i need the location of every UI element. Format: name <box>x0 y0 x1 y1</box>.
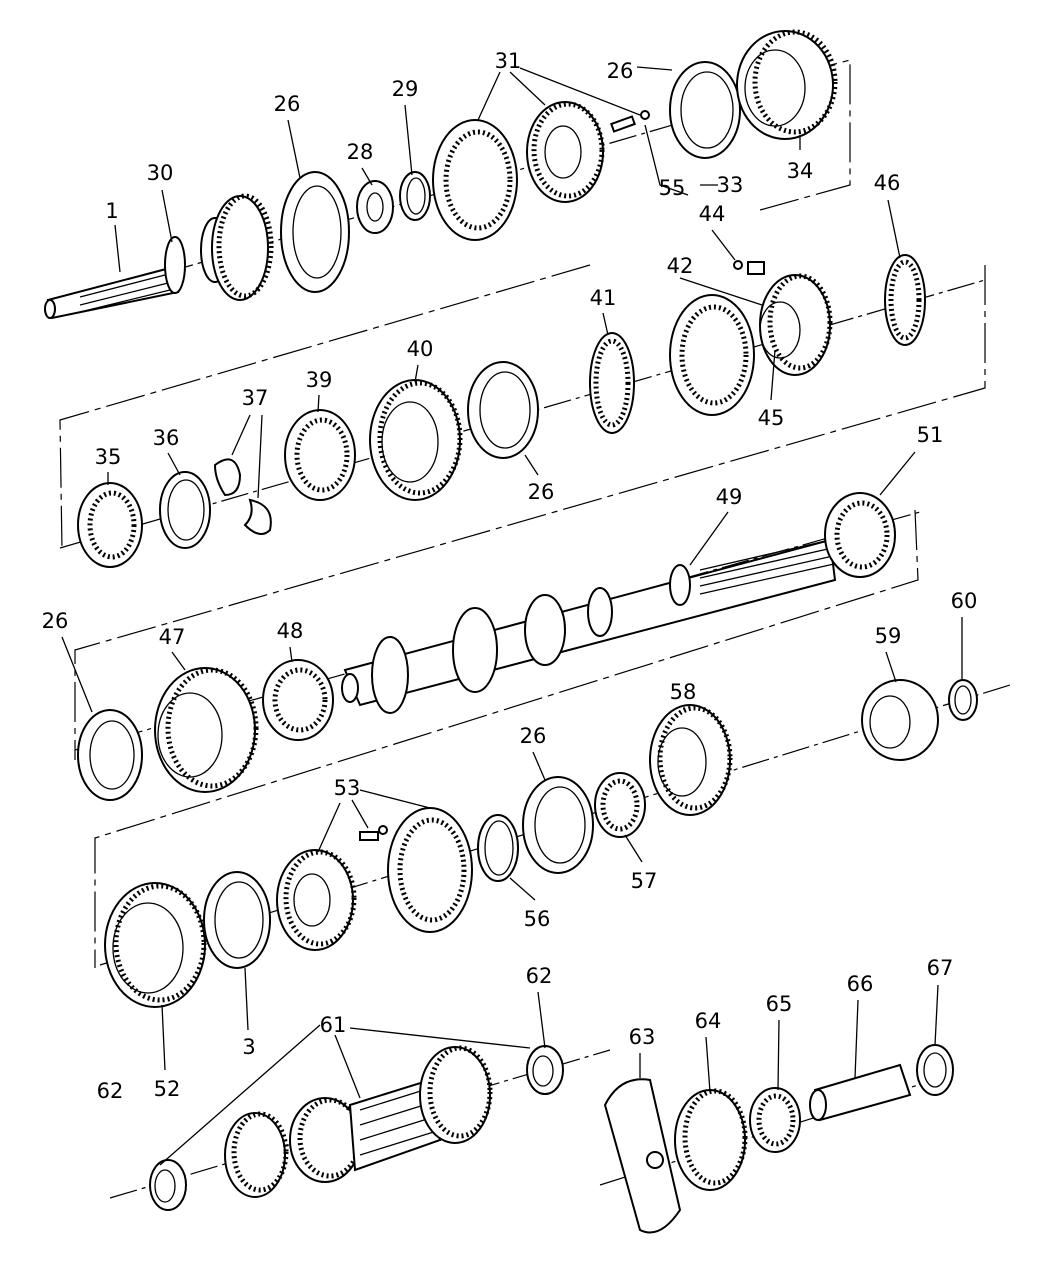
bearing-65 <box>749 1087 801 1153</box>
callout: 47 <box>159 625 186 649</box>
callout: 42 <box>667 254 694 278</box>
callout: 65 <box>766 992 793 1016</box>
gear-52 <box>104 882 207 1008</box>
bearing-39 <box>284 409 356 501</box>
callout: 45 <box>758 406 785 430</box>
callout: 53 <box>334 776 361 800</box>
ring-26a <box>280 171 350 293</box>
housing-63 <box>603 1078 682 1234</box>
bearing-28 <box>356 180 394 234</box>
hub-45 <box>759 273 833 376</box>
sleeve-53 <box>387 807 473 933</box>
detent-parts <box>610 110 765 275</box>
callout: 61 <box>320 1013 347 1037</box>
detent-parts-53 <box>359 825 388 841</box>
callout: 1 <box>105 199 118 223</box>
callout: 31 <box>495 49 522 73</box>
bearing-48 <box>262 659 334 741</box>
bearing-35 <box>77 482 143 568</box>
bearing-57 <box>594 772 646 838</box>
callout: 49 <box>716 485 743 509</box>
bearing-62b <box>526 1045 564 1095</box>
sleeve-42 <box>669 294 755 416</box>
washer-37b <box>243 498 272 535</box>
callout: 26 <box>607 59 634 83</box>
bearing-59 <box>861 679 939 761</box>
countershaft-61 <box>224 1045 493 1198</box>
gear-58 <box>649 704 733 816</box>
callout: 33 <box>717 173 744 197</box>
callout: 36 <box>153 426 180 450</box>
callout: 28 <box>347 140 374 164</box>
callout: 58 <box>670 680 697 704</box>
sleeve-31 <box>432 119 518 241</box>
callout: 44 <box>699 202 726 226</box>
ring-26b <box>669 61 741 159</box>
callout: 34 <box>787 159 814 183</box>
callout: 48 <box>277 619 304 643</box>
callout: 63 <box>629 1025 656 1049</box>
ring-26e <box>522 776 594 874</box>
callout: 40 <box>407 337 434 361</box>
washer-67 <box>916 1044 954 1096</box>
part-30 <box>164 236 186 294</box>
callout: 66 <box>847 972 874 996</box>
ring-26c <box>467 361 539 459</box>
callout: 62 <box>526 964 553 988</box>
bearing-62a <box>149 1159 187 1211</box>
callout: 41 <box>590 286 617 310</box>
callout: 26 <box>528 480 555 504</box>
callout: 67 <box>927 956 954 980</box>
hub-53 <box>276 849 357 951</box>
mainshaft-49 <box>341 538 837 714</box>
ring-36 <box>159 471 211 549</box>
snapring-56 <box>477 814 519 882</box>
callout: 52 <box>154 1077 181 1101</box>
input-shaft-1 <box>44 193 274 320</box>
callout: 55 <box>659 176 686 200</box>
callout: 57 <box>631 869 658 893</box>
callout: 51 <box>917 423 944 447</box>
snapring-60 <box>948 679 978 721</box>
leader-lines <box>61 66 963 1166</box>
gear-64 <box>674 1088 748 1191</box>
gear-47 <box>154 667 259 793</box>
callout: 35 <box>95 445 122 469</box>
callout: 60 <box>951 589 978 613</box>
callout: 37 <box>242 386 269 410</box>
bearing-51 <box>824 492 896 578</box>
callout: 62 <box>97 1079 124 1103</box>
callout: 26 <box>520 724 547 748</box>
callout: 64 <box>695 1009 722 1033</box>
callout: 26 <box>274 92 301 116</box>
ring-41 <box>589 332 635 434</box>
ring-26d <box>77 709 143 801</box>
washer-37a <box>213 458 242 497</box>
group-frames <box>59 59 986 968</box>
shaft-66 <box>809 1063 912 1122</box>
callout: 59 <box>875 624 902 648</box>
callout: 30 <box>147 161 174 185</box>
callout: 3 <box>242 1035 255 1059</box>
snapring-29 <box>399 171 431 221</box>
callout: 26 <box>42 609 69 633</box>
hub-31 <box>526 101 605 203</box>
ring-46 <box>884 254 926 346</box>
callout: 56 <box>524 907 551 931</box>
callout: 46 <box>874 171 901 195</box>
gear-40 <box>369 379 463 501</box>
callout: 29 <box>392 77 419 101</box>
gear-34 <box>736 29 838 140</box>
ring-3 <box>203 871 271 969</box>
callout: 39 <box>306 368 333 392</box>
callout-labels: 1 30 26 28 29 31 26 34 55 33 44 46 42 41… <box>42 49 978 1103</box>
